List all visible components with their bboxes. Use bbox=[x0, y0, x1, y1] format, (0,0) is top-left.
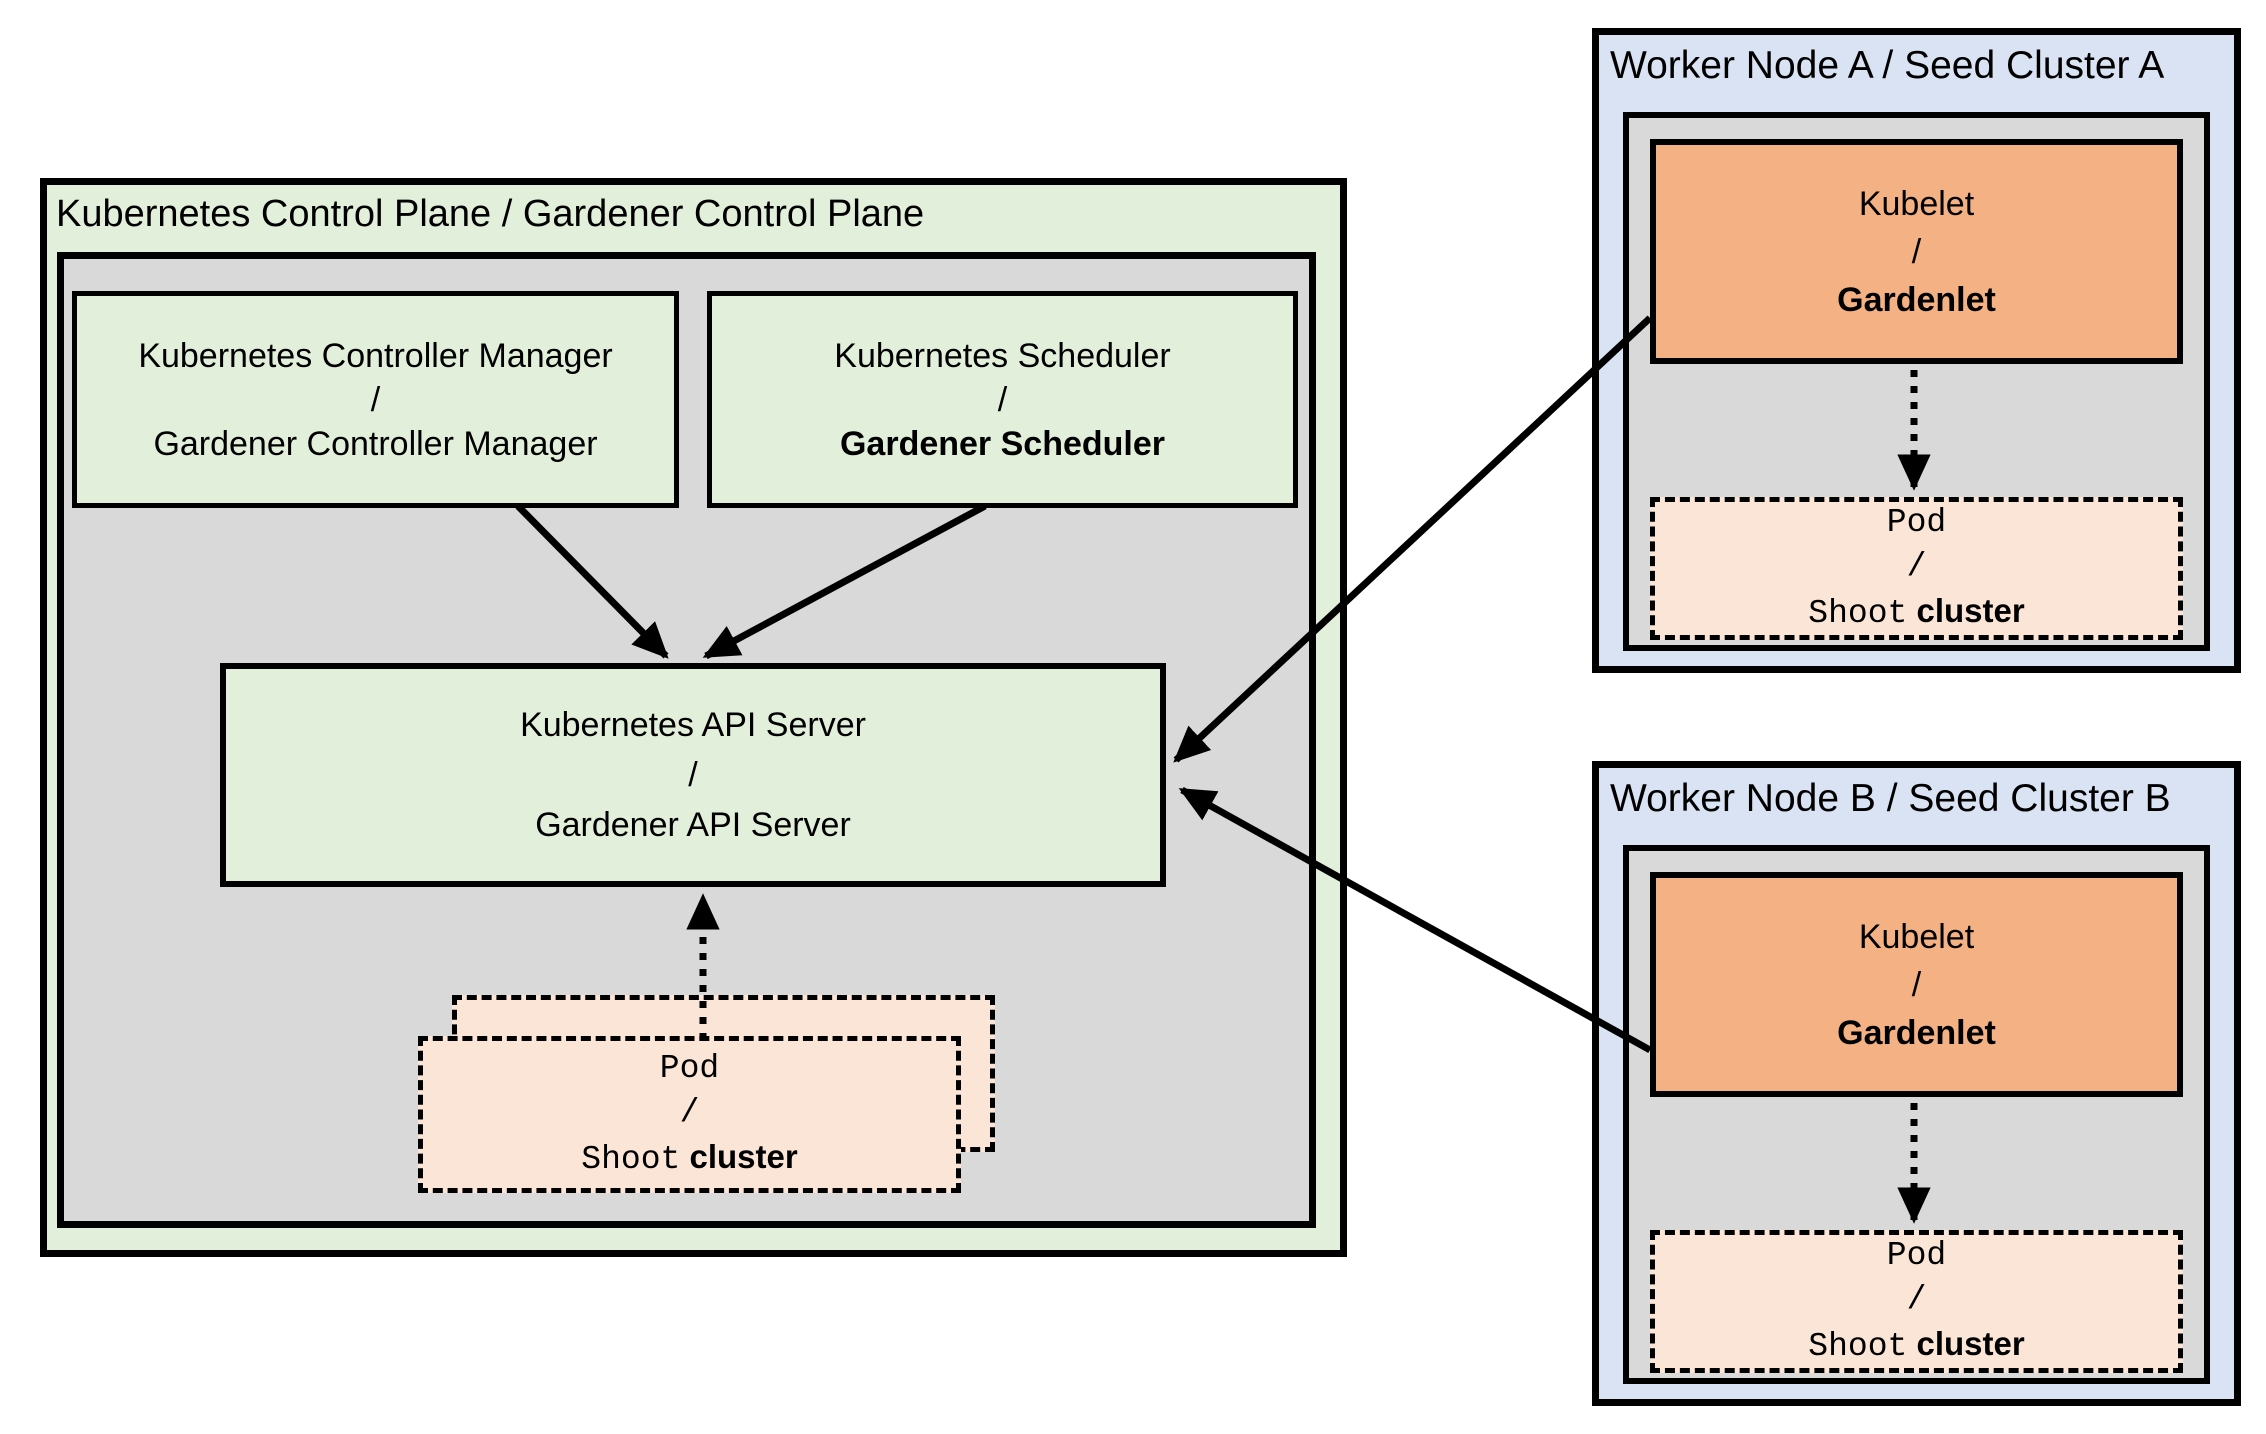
control-plane-inner-area bbox=[57, 252, 1316, 1228]
cluster-label: cluster bbox=[689, 1138, 798, 1175]
scheduler-bottom-label: Gardener Scheduler bbox=[839, 424, 1165, 463]
pod-a-box: Pod / Shoot cluster bbox=[1650, 497, 2183, 640]
pod-b-bottom-line: Shoot cluster bbox=[1808, 1322, 2024, 1369]
worker-node-a-title: Worker Node A / Seed Cluster A bbox=[1610, 44, 2165, 87]
pod-a-label: Pod bbox=[1886, 504, 1947, 541]
shoot-label: Shoot bbox=[581, 1141, 681, 1178]
shoot-a-label: Shoot bbox=[1808, 595, 1908, 632]
shoot-b-label: Shoot bbox=[1808, 1328, 1908, 1365]
scheduler-box: Kubernetes Scheduler / Gardener Schedule… bbox=[707, 291, 1298, 508]
api-server-box: Kubernetes API Server / Gardener API Ser… bbox=[220, 663, 1166, 887]
api-server-separator: / bbox=[688, 756, 698, 794]
arrow-controller-manager-to-api-server bbox=[515, 503, 669, 659]
worker-node-a-box bbox=[1592, 28, 2241, 673]
scheduler-top-label: Kubernetes Scheduler bbox=[834, 336, 1171, 375]
controller-manager-box: Kubernetes Controller Manager / Gardener… bbox=[72, 291, 679, 508]
pod-b-box: Pod / Shoot cluster bbox=[1650, 1230, 2183, 1373]
kubelet-a-box: Kubelet / Gardenlet bbox=[1650, 139, 2183, 364]
pod-shoot-cluster-box: Pod / Shoot cluster bbox=[418, 1036, 961, 1193]
pod-b-separator: / bbox=[1906, 1281, 1927, 1318]
control-plane-title: Kubernetes Control Plane / Gardener Cont… bbox=[56, 193, 925, 235]
worker-node-b-inner-area bbox=[1623, 845, 2210, 1384]
kubelet-b-separator: / bbox=[1911, 965, 1922, 1004]
cluster-a-label: cluster bbox=[1916, 592, 2025, 629]
scheduler-separator: / bbox=[997, 380, 1008, 419]
pod-a-separator: / bbox=[1906, 548, 1927, 585]
worker-node-b-box bbox=[1592, 761, 2241, 1406]
pod-b-label: Pod bbox=[1886, 1237, 1947, 1274]
kubelet-b-box: Kubelet / Gardenlet bbox=[1650, 872, 2183, 1097]
api-server-bottom-label: Gardener API Server bbox=[535, 806, 851, 844]
controller-manager-bottom-label: Gardener Controller Manager bbox=[153, 424, 598, 463]
controller-manager-top-label: Kubernetes Controller Manager bbox=[138, 336, 613, 375]
worker-node-b-title: Worker Node B / Seed Cluster B bbox=[1610, 777, 2171, 820]
kubelet-a-separator: / bbox=[1911, 232, 1922, 271]
kubelet-b-top-label: Kubelet bbox=[1858, 917, 1975, 956]
arrow-scheduler-to-api-server bbox=[702, 502, 987, 660]
pod-a-bottom-line: Shoot cluster bbox=[1808, 589, 2024, 636]
kubelet-b-bottom-label: Gardenlet bbox=[1837, 1013, 1996, 1052]
kubelet-a-top-label: Kubelet bbox=[1858, 184, 1975, 223]
arrow-kubelet-b-to-api-server bbox=[1178, 786, 1652, 1054]
worker-node-a-inner-area bbox=[1623, 112, 2210, 651]
controller-manager-separator: / bbox=[370, 380, 381, 419]
pod-label: Pod bbox=[659, 1050, 720, 1087]
arrow-kubelet-a-to-api-server bbox=[1173, 315, 1653, 763]
api-server-top-label: Kubernetes API Server bbox=[520, 706, 866, 744]
kubelet-a-bottom-label: Gardenlet bbox=[1837, 280, 1996, 319]
pod-bottom-line: Shoot cluster bbox=[581, 1135, 797, 1182]
pod-shoot-cluster-box-back bbox=[452, 995, 995, 1152]
cluster-b-label: cluster bbox=[1916, 1325, 2025, 1362]
pod-separator: / bbox=[679, 1094, 700, 1131]
control-plane-box bbox=[40, 178, 1347, 1257]
